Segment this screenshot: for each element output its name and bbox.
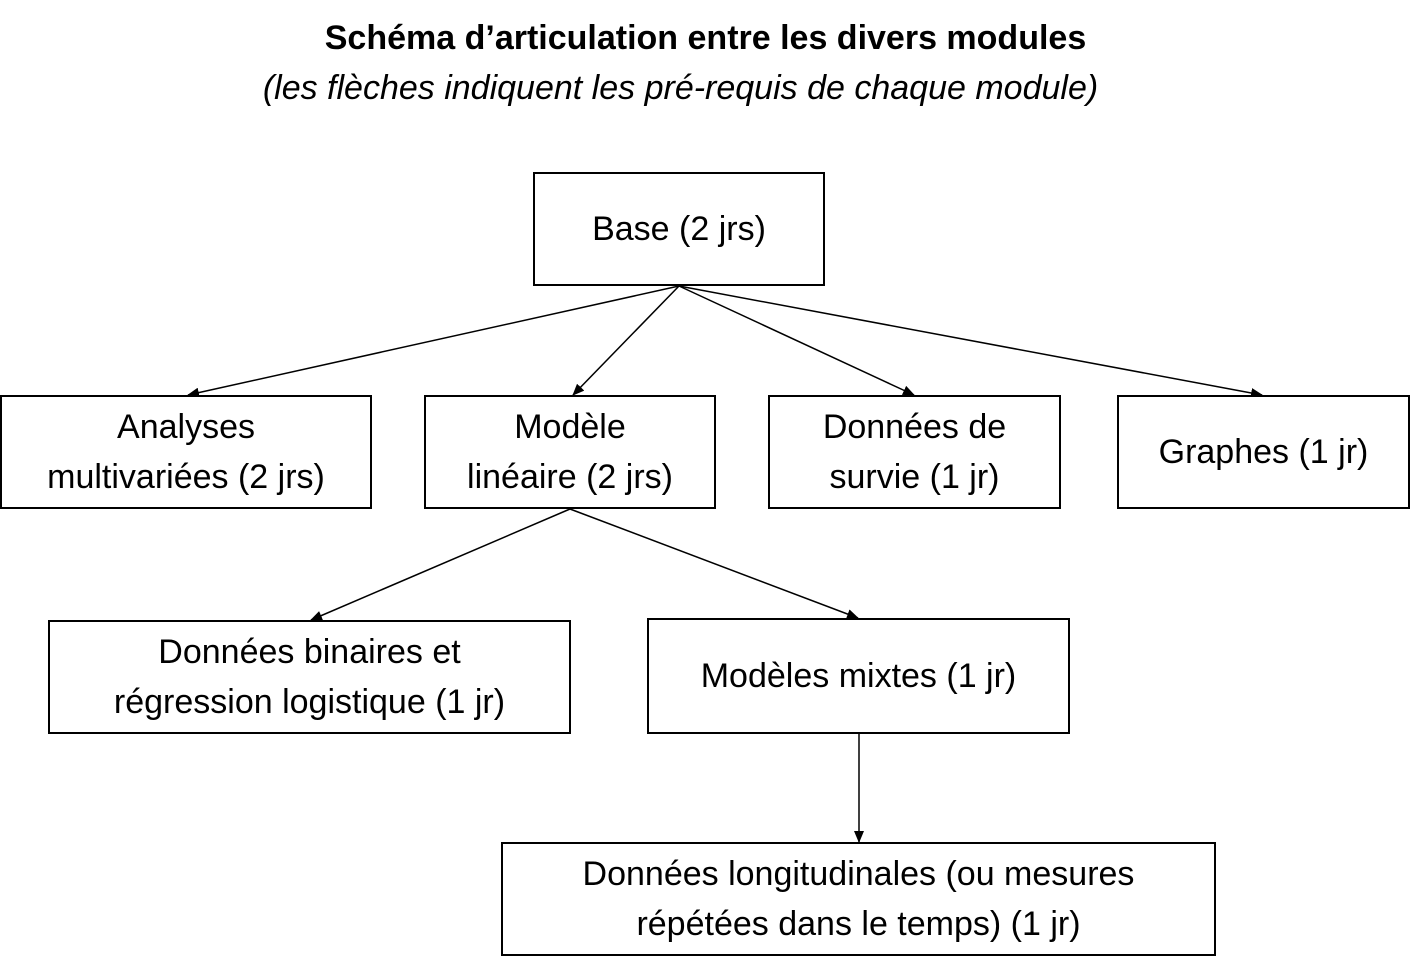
module-graphes: Graphes (1 jr)	[1117, 395, 1410, 509]
module-modele-line-2: linéaire (2 jrs)	[467, 458, 673, 496]
module-modele-lineaire: Modèle linéaire (2 jrs)	[424, 395, 716, 509]
module-modele-line-1: Modèle	[514, 408, 626, 446]
edge-base-survie	[678, 285, 915, 396]
module-longitudinales-line-1: Données longitudinales (ou mesures	[582, 855, 1135, 893]
module-survie-line-1: Données de	[822, 408, 1007, 446]
module-analyses-line-1: Analyses	[117, 408, 255, 446]
edge-modele-binaires	[310, 508, 571, 621]
module-donnees-survie: Données de survie (1 jr)	[768, 395, 1061, 509]
module-donnees-binaires: Données binaires et régression logistiqu…	[48, 620, 571, 734]
edge-modele-mixtes	[569, 508, 859, 619]
module-base: Base (2 jrs)	[533, 172, 825, 286]
module-modeles-mixtes: Modèles mixtes (1 jr)	[647, 618, 1070, 734]
module-donnees-longitudinales: Données longitudinales (ou mesures répét…	[501, 842, 1216, 956]
module-binaires-line-1: Données binaires et	[158, 633, 461, 671]
module-analyses-multivariees: Analyses multivariées (2 jrs)	[0, 395, 372, 509]
module-binaires-line-2: régression logistique (1 jr)	[113, 683, 506, 721]
edge-base-graphes	[678, 285, 1263, 398]
edge-base-analyses	[187, 285, 680, 398]
module-analyses-line-2: multivariées (2 jrs)	[47, 458, 325, 496]
module-graphes-line-1: Graphes (1 jr)	[1158, 433, 1369, 471]
module-longitudinales-line-2: répétées dans le temps) (1 jr)	[636, 905, 1081, 943]
diagram-subtitle: (les flèches indiquent les pré-requis de…	[262, 69, 1099, 107]
module-mixtes-line-1: Modèles mixtes (1 jr)	[700, 657, 1017, 695]
module-survie-line-2: survie (1 jr)	[829, 458, 1000, 496]
diagram-title: Schéma d’articulation entre les divers m…	[324, 19, 1087, 57]
module-base-line-1: Base (2 jrs)	[592, 210, 766, 248]
edge-base-modele	[572, 285, 680, 396]
